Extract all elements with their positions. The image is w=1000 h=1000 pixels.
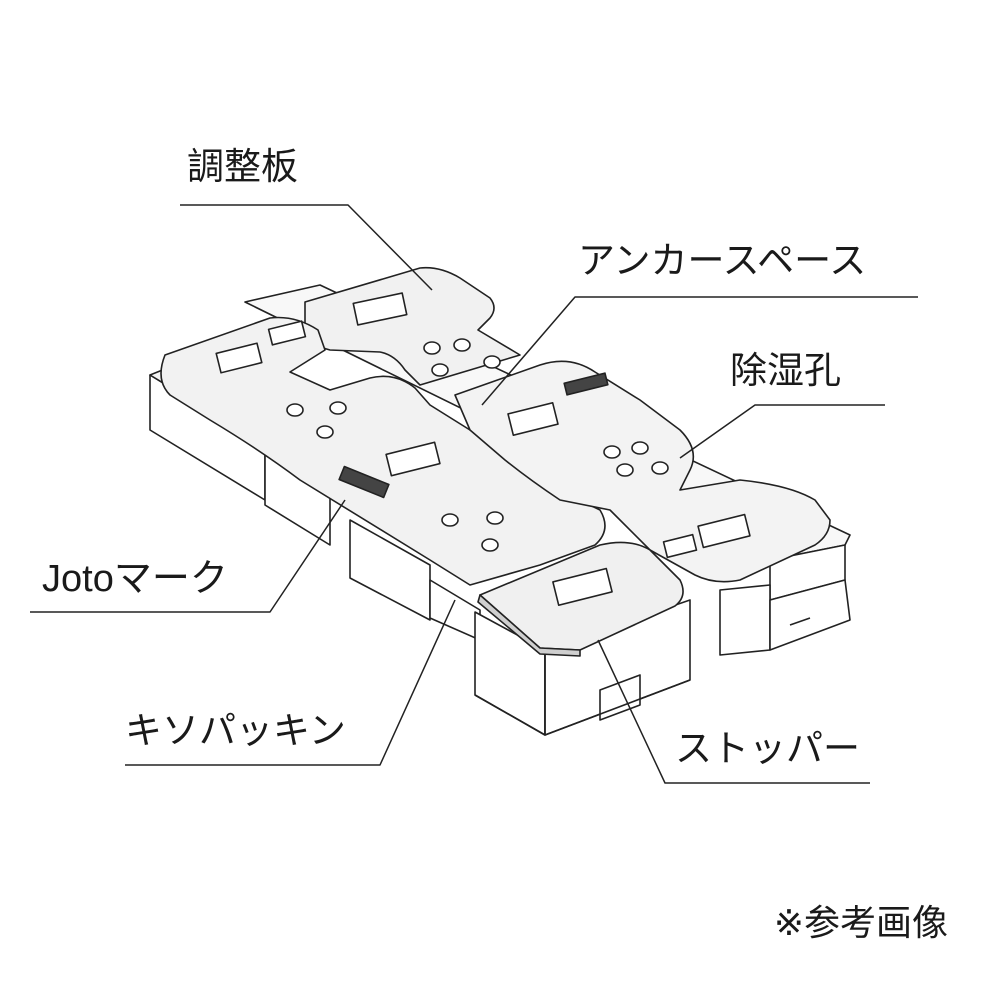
joto-marks xyxy=(338,372,609,499)
dehumidify-holes xyxy=(286,338,669,552)
label-joto-mark: Jotoマーク xyxy=(42,558,228,600)
slots xyxy=(215,292,751,606)
reference-image-note: ※参考画像 xyxy=(773,903,948,944)
label-dehumidify-hole: 除湿孔 xyxy=(730,349,841,392)
label-anchor-space: アンカースペース xyxy=(578,239,867,282)
leader-kiso-packing xyxy=(125,599,456,766)
leader-stopper xyxy=(597,639,870,784)
leader-joto-mark xyxy=(30,499,346,613)
label-stopper: ストッパー xyxy=(675,727,860,770)
label-adjust-plate: 調整板 xyxy=(187,145,298,188)
leader-lines xyxy=(30,204,918,784)
leader-dehumidify-hole xyxy=(679,404,885,459)
leader-adjust-plate xyxy=(180,204,433,291)
leader-anchor-space xyxy=(481,296,918,406)
label-kiso-packing: キソパッキン xyxy=(125,709,346,752)
